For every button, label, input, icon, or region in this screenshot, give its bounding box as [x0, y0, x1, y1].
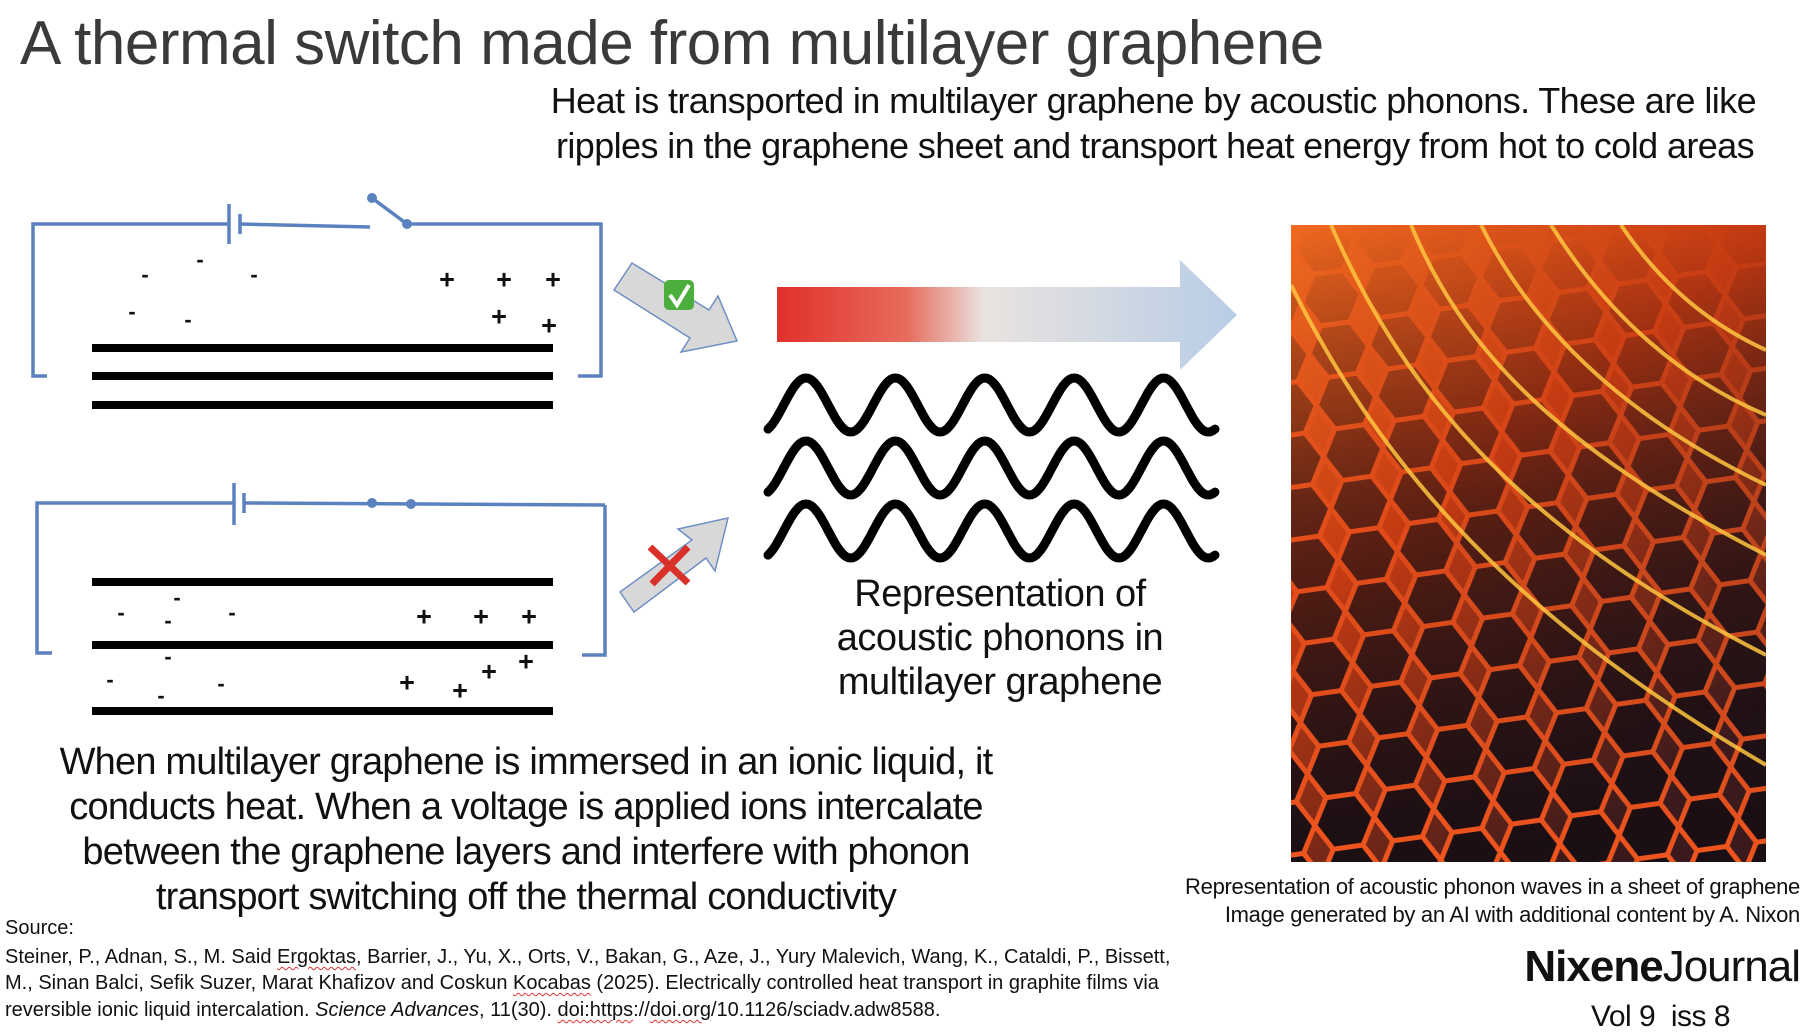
- cation: +: [473, 601, 489, 632]
- anion: -: [250, 262, 258, 287]
- anion: -: [157, 683, 165, 708]
- anion: -: [128, 299, 136, 324]
- cation: +: [416, 601, 432, 632]
- explanation-text: When multilayer graphene is immersed in …: [0, 740, 1052, 920]
- circuit-diagrams: [31, 193, 739, 715]
- phonon-wave: [763, 373, 1220, 437]
- citation-text: , Barrier, J., Yu, X., Orts, V., Bakan, …: [355, 946, 1171, 968]
- phonon-waves: [763, 373, 1220, 563]
- intro-line-2: ripples in the graphene sheet and transp…: [556, 125, 1755, 166]
- anion: -: [228, 600, 236, 625]
- graphene-layers-on: [92, 344, 553, 409]
- citation-text: Ergoktas: [277, 946, 356, 968]
- doi-link[interactable]: doi:https: [557, 999, 634, 1021]
- doi-link[interactable]: ://: [633, 999, 650, 1021]
- brand-logo: NixeneJournal: [1524, 942, 1801, 992]
- citation-text: M., Sinan Balci, Sefik Suzer, Marat Khaf…: [5, 972, 514, 994]
- cation: +: [491, 301, 507, 332]
- wire-left: [31, 222, 229, 378]
- circuit-on: [31, 193, 603, 378]
- graphene-ai-image: [1291, 225, 1766, 862]
- phonon-caption-line: Representation of: [854, 573, 1146, 615]
- source-label: Source:: [5, 917, 74, 939]
- doi-link[interactable]: /10.1126/sciadv.adw8588.: [710, 999, 941, 1021]
- heat-flow-arrow-on: [612, 261, 739, 354]
- cation: +: [399, 667, 415, 698]
- cation: +: [439, 264, 455, 295]
- wire-top: [239, 222, 371, 229]
- anion: -: [164, 608, 172, 633]
- anion: -: [141, 262, 149, 287]
- phonon-wave: [763, 436, 1220, 500]
- explanation-line: between the graphene layers and interfer…: [82, 831, 970, 873]
- cation: +: [518, 646, 534, 677]
- intro-line-1: Heat is transported in multilayer graphe…: [550, 80, 1757, 121]
- citation-line-1: Steiner, P., Adnan, S., M. Said Ergoktas…: [5, 946, 1170, 969]
- anion: -: [173, 585, 181, 610]
- heat-transport-arrow: [777, 260, 1237, 370]
- switch-closed: [243, 501, 606, 507]
- anion: -: [217, 671, 225, 696]
- graphene-layers-off: [92, 578, 553, 715]
- anion: -: [106, 667, 114, 692]
- citation-line-2: M., Sinan Balci, Sefik Suzer, Marat Khaf…: [5, 972, 1159, 995]
- brand-bold: Nixene: [1524, 942, 1663, 991]
- wire-right: [407, 222, 603, 378]
- cation: +: [521, 601, 537, 632]
- citation-text: Kocabas: [513, 972, 591, 994]
- phonon-graphic: [763, 260, 1237, 563]
- citation-text: Steiner, P., Adnan, S., M. Said: [5, 946, 278, 968]
- phonon-caption-line: acoustic phonons in: [836, 617, 1164, 659]
- phonon-wave: [763, 499, 1220, 563]
- cation: +: [481, 656, 497, 687]
- anion: -: [196, 247, 204, 272]
- citation-line-3: reversible ionic liquid intercalation. S…: [5, 999, 940, 1022]
- journal-name: Science Advances: [315, 999, 479, 1021]
- cation: +: [496, 264, 512, 295]
- cation: +: [541, 310, 557, 341]
- issue-label: Vol 9 iss 8: [1591, 1000, 1731, 1033]
- image-caption-line-2: Image generated by an AI with additional…: [1224, 902, 1800, 927]
- heat-flow-arrow-off: [618, 517, 730, 614]
- phonon-caption-line: multilayer graphene: [837, 661, 1163, 703]
- explanation-line: When multilayer graphene is immersed in …: [59, 741, 994, 783]
- switch-open: [370, 196, 409, 226]
- red-cross-icon: [647, 544, 691, 587]
- explanation-line: conducts heat. When a voltage is applied…: [69, 786, 983, 828]
- citation-text: (2025). Electrically controlled heat tra…: [590, 972, 1159, 994]
- citation-text: , 11(30).: [478, 999, 558, 1021]
- explanation-line: transport switching off the thermal cond…: [155, 876, 897, 918]
- circuit-off: [35, 483, 607, 657]
- cation: +: [452, 675, 468, 706]
- anion: -: [164, 644, 172, 669]
- image-caption-line-1: Representation of acoustic phonon waves …: [1185, 874, 1800, 899]
- anion: -: [184, 307, 192, 332]
- page-title: A thermal switch made from multilayer gr…: [20, 9, 1324, 78]
- citation-text: reversible ionic liquid intercalation.: [5, 999, 316, 1021]
- doi-link[interactable]: doi.org: [649, 999, 711, 1021]
- brand-light: Journal: [1662, 942, 1801, 991]
- phonon-caption: Representation of acoustic phonons in mu…: [760, 572, 1240, 704]
- cation: +: [545, 264, 561, 295]
- anion: -: [117, 600, 125, 625]
